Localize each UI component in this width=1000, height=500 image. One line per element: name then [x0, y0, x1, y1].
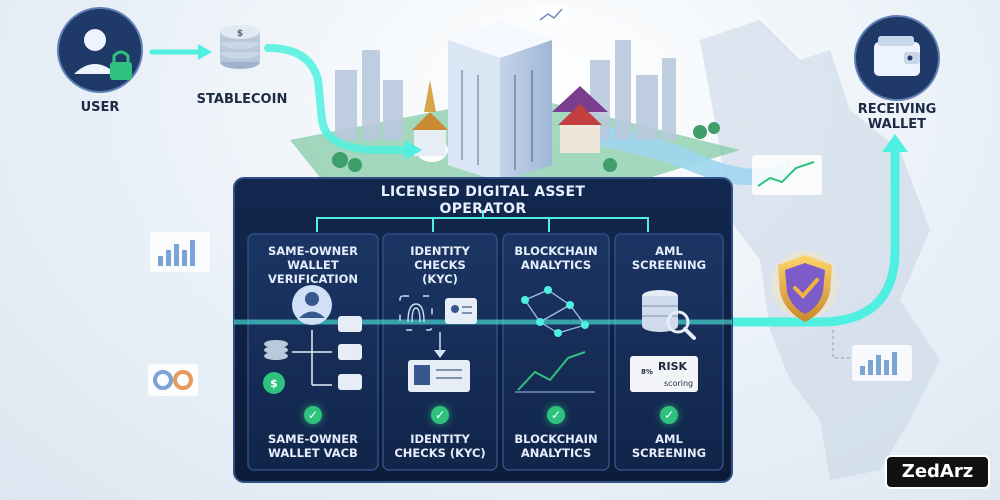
column-footer-aml: AML SCREENING	[631, 432, 707, 460]
mini-chart-right-top	[752, 155, 822, 195]
mini-chart-right-bottom	[852, 345, 912, 381]
trees	[332, 122, 720, 172]
mini-chart-top	[535, 5, 567, 25]
svg-text:$: $	[270, 377, 278, 390]
column-heading-same-owner: SAME-OWNER WALLET VERIFICATION	[267, 244, 359, 286]
stablecoin-label: STABLECOIN	[196, 92, 288, 107]
operator-panel-title: LICENSED DIGITAL ASSET OPERATOR	[380, 184, 586, 217]
stablecoin-icon: $	[220, 25, 260, 69]
flow-to-receiving-wallet	[725, 145, 900, 327]
same-owner-wallet-art: $	[263, 285, 362, 394]
column-heading-aml: AML SCREENING	[631, 244, 707, 272]
flow-arrowhead-1	[198, 44, 212, 60]
receiving-wallet-node	[854, 15, 940, 101]
column-footer-same-owner: SAME-OWNER WALLET VACB	[267, 432, 359, 460]
risk-scoring-card	[630, 356, 698, 392]
user-node	[57, 7, 143, 93]
column-heading-blockchain: BLOCKCHAIN ANALYTICS	[514, 244, 598, 272]
operator-tower	[416, 22, 552, 182]
flow-arrowhead-2	[405, 140, 422, 160]
receiving-wallet-label: RECEIVING WALLET	[857, 102, 937, 132]
column-heading-kyc: IDENTITY CHECKS (KYC)	[410, 244, 470, 286]
check-icon: ✓	[431, 406, 449, 424]
security-shield	[771, 251, 839, 322]
check-icon: ✓	[547, 406, 565, 424]
svg-text:$: $	[237, 29, 243, 39]
flow-arrowhead-3	[882, 134, 908, 152]
temple-left	[412, 80, 448, 156]
user-label: USER	[80, 100, 120, 115]
aml-art	[642, 290, 696, 340]
mini-donut-left	[148, 364, 198, 396]
column-footer-blockchain: BLOCKCHAIN ANALYTICS	[514, 432, 598, 460]
check-icon: ✓	[660, 406, 678, 424]
mini-chart-left	[150, 232, 210, 272]
blockchain-analytics-art	[515, 286, 595, 393]
kyc-art	[399, 295, 477, 392]
risk-title: RISK	[658, 360, 688, 373]
flow-stablecoin-to-operator	[264, 44, 414, 154]
risk-percent: 8%	[641, 368, 653, 376]
column-footer-kyc: IDENTITY CHECKS (KYC)	[394, 432, 486, 460]
temple-right	[552, 86, 608, 153]
check-icon: ✓	[304, 406, 322, 424]
brand-logo: ZedArz	[885, 455, 990, 489]
risk-subtitle: scoring	[664, 379, 694, 388]
